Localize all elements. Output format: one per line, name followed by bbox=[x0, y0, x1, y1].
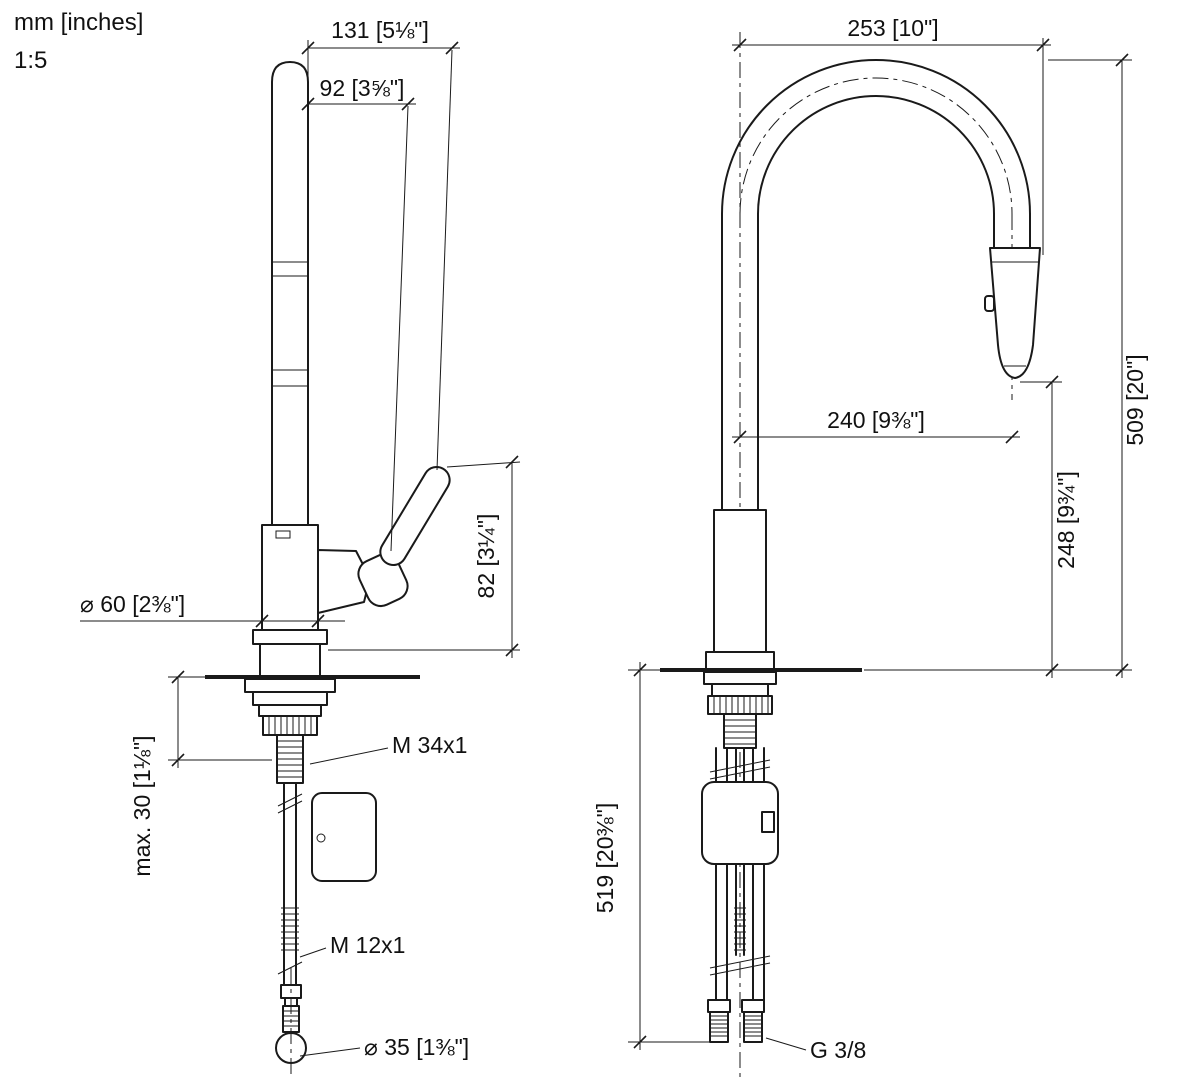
mounting-block bbox=[311, 792, 377, 882]
front-view: 253 [10"] 240 [9⅜"] 509 [20"] 248 [9¾"] bbox=[592, 15, 1148, 1078]
lever-pivot bbox=[357, 552, 409, 608]
front-undercounter-parts bbox=[701, 671, 779, 1043]
dim-92-label: 92 [3⅝"] bbox=[320, 75, 405, 101]
units-label: mm [inches] bbox=[14, 9, 143, 36]
spray-button bbox=[984, 295, 995, 312]
dim-248-label: 248 [9¾"] bbox=[1053, 471, 1079, 569]
mounting-bracket bbox=[701, 781, 779, 865]
dim-240-label: 240 [9⅜"] bbox=[827, 407, 925, 433]
lever-handle bbox=[379, 465, 451, 567]
dim-253-label: 253 [10"] bbox=[847, 15, 938, 41]
dim-base-diameter-label: ⌀ 60 [2⅜"] bbox=[80, 591, 185, 617]
legend: mm [inches] 1:5 bbox=[14, 9, 143, 74]
front-faucet-body bbox=[705, 59, 1031, 671]
side-undercounter-parts bbox=[244, 678, 377, 1078]
dim-thread-rod-label: M 12x1 bbox=[330, 932, 405, 958]
hose-connectors bbox=[707, 999, 765, 1043]
spray-head bbox=[984, 247, 1041, 379]
side-lever-assembly bbox=[317, 465, 451, 614]
front-centerlines bbox=[739, 32, 1013, 1078]
dim-519-label: 519 [20⅜"] bbox=[592, 803, 618, 913]
side-dimensions: 131 [5⅛"] 92 [3⅝"] 82 [3¼"] ⌀ 60 [2⅜"] M… bbox=[80, 17, 521, 1060]
dim-max-30-label: max. 30 [1⅛"] bbox=[129, 735, 155, 876]
side-view: 131 [5⅛"] 92 [3⅝"] 82 [3¼"] ⌀ 60 [2⅜"] M… bbox=[80, 17, 521, 1078]
dim-g38-label: G 3/8 bbox=[810, 1037, 866, 1063]
front-dimensions: 253 [10"] 240 [9⅜"] 509 [20"] 248 [9¾"] bbox=[592, 15, 1148, 1063]
dim-thread-shank-label: M 34x1 bbox=[392, 732, 467, 758]
dim-131-label: 131 [5⅛"] bbox=[331, 17, 429, 43]
scale-label: 1:5 bbox=[14, 47, 47, 74]
dim-hose-diameter-label: ⌀ 35 [1⅜"] bbox=[364, 1034, 469, 1060]
dim-82-label: 82 [3¼"] bbox=[473, 514, 499, 599]
side-faucet-body bbox=[252, 61, 328, 678]
dim-509-label: 509 [20"] bbox=[1122, 354, 1148, 445]
